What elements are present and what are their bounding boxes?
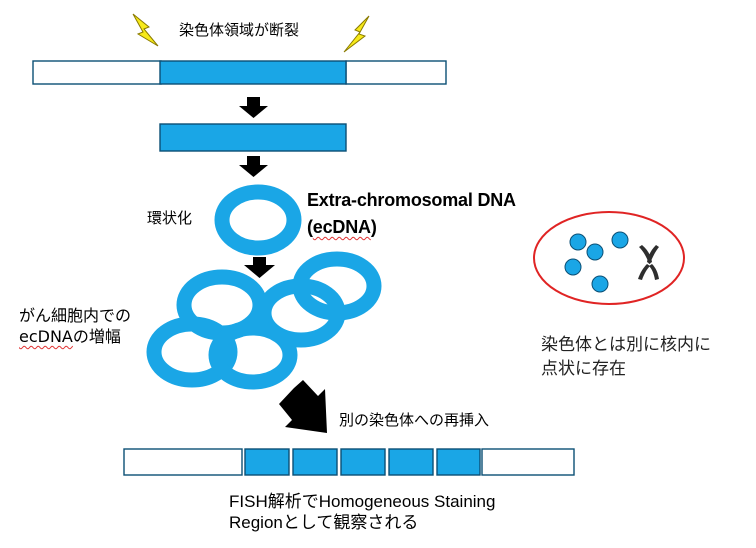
nucleus-note-line2: 点状に存在 [541, 359, 626, 379]
amplification-ecdna-text: ecDNA [19, 327, 73, 346]
fish-caption: FISH解析でHomogeneous Staining Regionとして観察さ… [229, 491, 495, 533]
amplification-rest-text: の増幅 [72, 327, 121, 346]
chromosome-left-arm [32, 60, 162, 85]
lightning-icon [132, 13, 159, 47]
arrow-down-icon [239, 156, 268, 177]
inserted-segment [436, 448, 481, 476]
ecdna-abbrev: (ecDNA) [307, 217, 377, 237]
ecdna-dot [564, 258, 582, 276]
chromosome-left-arm [123, 448, 243, 476]
ecdna-dot [569, 233, 587, 251]
breakage-label: 染色体領域が断裂 [179, 21, 300, 39]
broken-segment [159, 60, 347, 85]
ecdna-cluster [146, 251, 382, 390]
original-chromosome [32, 60, 447, 85]
ecdna-ring [256, 278, 346, 348]
circularize-label: 環状化 [147, 209, 193, 227]
nucleus-note: 染色体とは別に核内に 点状に存在 [541, 333, 711, 381]
ecdna-abbrev-text: ecDNA [312, 217, 371, 237]
target-chromosome [123, 448, 575, 476]
ecdna-title: Extra-chromosomal DNA [307, 190, 516, 210]
ecdna-ring [208, 320, 298, 390]
ecdna-ring [146, 316, 238, 388]
inserted-segment [292, 448, 338, 476]
inserted-segment [244, 448, 290, 476]
chromosome-right-arm [345, 60, 447, 85]
nucleus-note-line1: 染色体とは別に核内に [541, 335, 711, 355]
arrow-down-icon [239, 97, 268, 118]
fish-caption-line2: Regionとして観察される [229, 513, 419, 532]
reinsertion-label: 別の染色体への再挿入 [339, 411, 490, 429]
ecdna-ring [214, 184, 302, 256]
ecdna-dot [586, 243, 604, 261]
amplification-label-line2: ecDNAの増幅 [19, 323, 121, 347]
excised-segment [159, 123, 347, 152]
amplification-label-line1: がん細胞内での [19, 306, 132, 325]
nucleus-outline [533, 211, 685, 305]
lightning-icon [343, 15, 370, 53]
chromosome-right-arm [481, 448, 575, 476]
inserted-segment [388, 448, 434, 476]
chromosome-icon [638, 245, 659, 280]
arrow-down-icon [244, 257, 275, 278]
ecdna-dot [611, 231, 629, 249]
ecdna-dot [591, 275, 609, 293]
arrow-down-right-icon [279, 380, 327, 433]
fish-caption-line1: FISH解析でHomogeneous Staining [229, 492, 496, 511]
inserted-segment [340, 448, 386, 476]
nucleus-illustration [533, 211, 685, 305]
